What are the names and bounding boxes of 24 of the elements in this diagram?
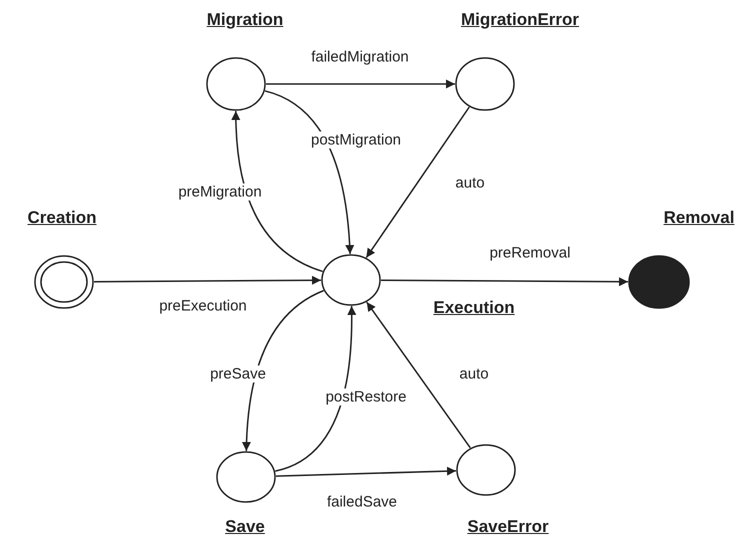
edge-label: postRestore — [324, 388, 408, 406]
transition-arrow — [94, 276, 321, 285]
state-name: MigrationError — [460, 10, 580, 30]
transition-arrow — [275, 306, 356, 472]
transition-arrow — [366, 302, 471, 448]
edge-label: preRemoval — [488, 244, 572, 262]
edge-label: preExecution — [158, 298, 248, 314]
state-name: Migration — [206, 10, 284, 30]
state-name: Creation — [28, 208, 96, 228]
transition-arrow — [264, 90, 354, 254]
edge-label: postMigration — [310, 132, 402, 148]
state-name: Execution — [433, 298, 515, 318]
edge-label: preSave — [209, 366, 267, 382]
edge-label: failedMigration — [310, 48, 410, 66]
transition-arrow — [276, 466, 456, 477]
transition-arrow — [232, 110, 323, 272]
state-name: SaveError — [467, 517, 549, 537]
state-name: Removal — [664, 208, 734, 228]
transition-arrow — [381, 277, 628, 286]
state-name: Save — [225, 517, 265, 537]
transition-arrow — [242, 290, 324, 452]
transition-arrow — [366, 106, 470, 258]
transition-arrow — [266, 80, 455, 88]
edge-label: preMigration — [177, 184, 263, 200]
